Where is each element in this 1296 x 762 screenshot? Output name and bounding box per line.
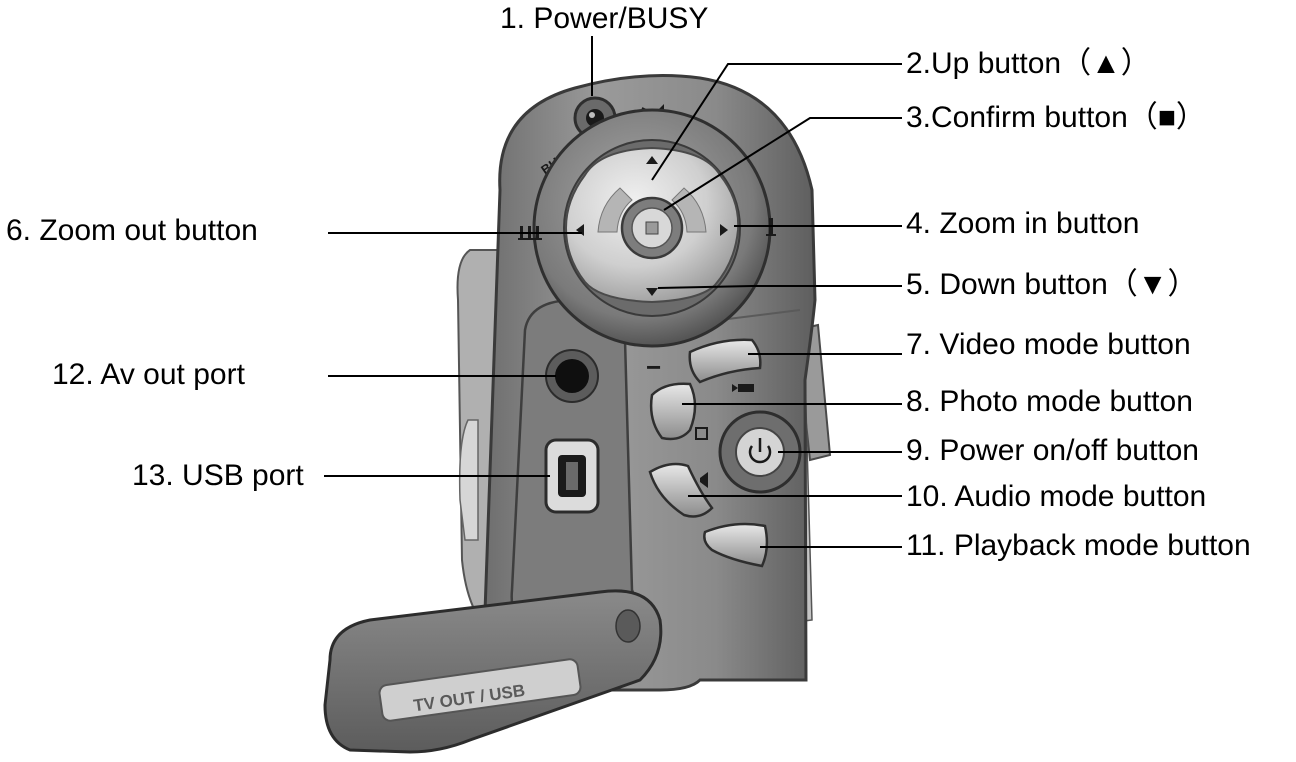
- video-mode-button[interactable]: [688, 338, 762, 384]
- callout-video-mode-button: 7. Video mode button: [906, 328, 1191, 361]
- photo-icon: [695, 427, 708, 440]
- usb-port: [544, 438, 600, 514]
- callout-power-busy: 1. Power/BUSY: [500, 2, 709, 35]
- callout-usb-port: 13. USB port: [132, 459, 304, 492]
- callout-zoom-in-button: 4. Zoom in button: [906, 207, 1140, 240]
- playback-mode-button[interactable]: [703, 522, 769, 568]
- callout-playback-mode-button: 11. Playback mode button: [906, 529, 1251, 562]
- leader-line-3: [663, 117, 902, 211]
- callout-av-out-port: 12. Av out port: [52, 358, 245, 391]
- audio-icon: [700, 472, 708, 488]
- callout-audio-mode-button: 10. Audio mode button: [906, 480, 1207, 513]
- photo-mode-button[interactable]: [649, 382, 697, 441]
- minus-label: −: [646, 352, 661, 382]
- confirm-button[interactable]: [620, 196, 684, 260]
- leader-lines: [324, 36, 902, 548]
- right-arrow-icon[interactable]: [720, 224, 728, 236]
- callout-down-button: 5. Down button（▼）: [906, 268, 1198, 301]
- video-icon: [732, 384, 754, 392]
- callout-up-button: 2.Up button（▲）: [906, 47, 1151, 80]
- callout-confirm-button: 3.Confirm button（■）: [906, 101, 1206, 134]
- down-arrow-icon[interactable]: [646, 288, 658, 296]
- leader-line-5: [657, 285, 902, 289]
- port-cover: [323, 589, 663, 754]
- audio-mode-button[interactable]: [648, 462, 714, 518]
- av-out-port: [545, 349, 599, 403]
- callout-photo-mode-button: 8. Photo mode button: [906, 385, 1193, 418]
- up-arrow-icon[interactable]: [646, 156, 658, 164]
- callout-power-on-off-button: 9. Power on/off button: [906, 434, 1199, 467]
- leader-line-2: [651, 63, 902, 181]
- power-icon: [748, 438, 772, 464]
- callout-zoom-out-button: 6. Zoom out button: [6, 214, 258, 247]
